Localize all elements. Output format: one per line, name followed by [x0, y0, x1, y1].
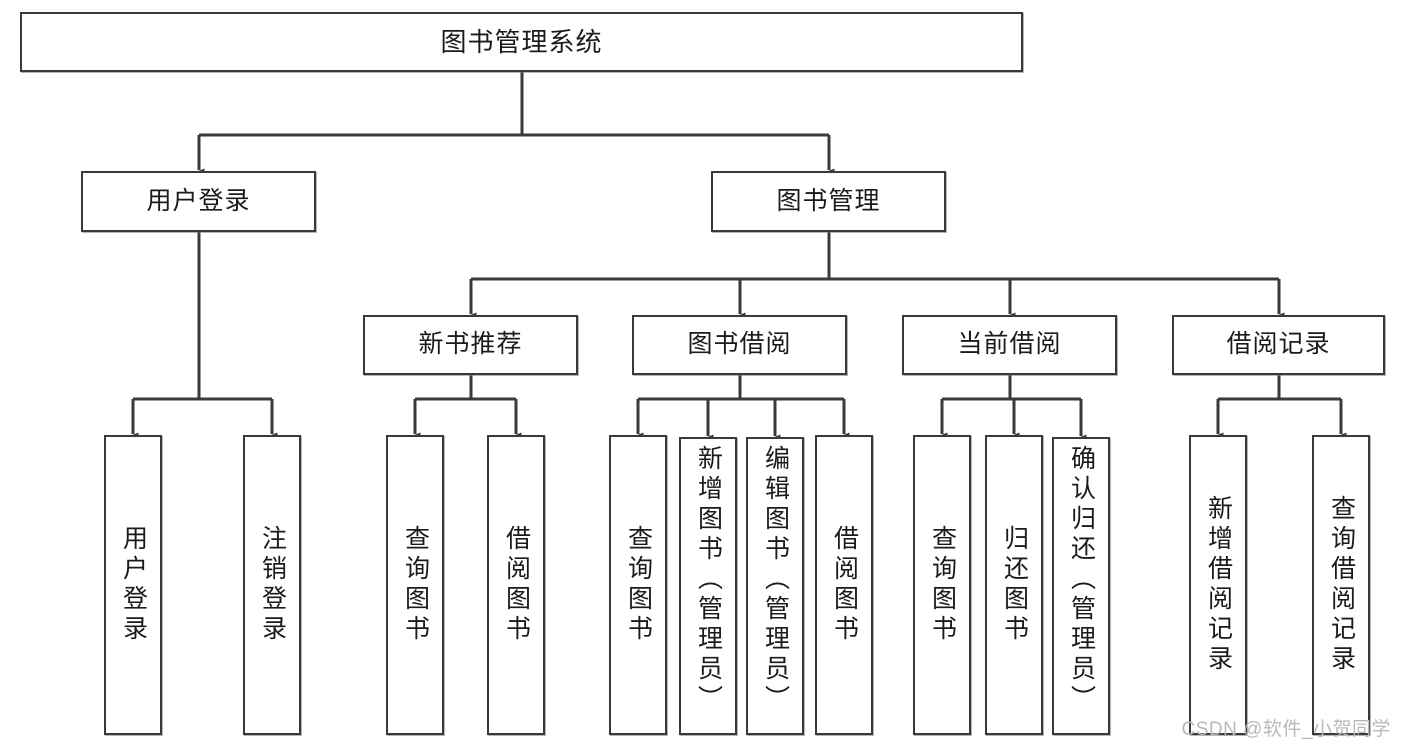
node-label-root: 图书管理系统	[440, 26, 603, 57]
node-leaf-user-logout[interactable]: 注销登录	[243, 435, 301, 735]
node-leaf-return-book[interactable]: 归还图书	[985, 435, 1043, 735]
node-label-leaf-add-record: 新增借阅记录	[1204, 495, 1233, 675]
node-leaf-query-record[interactable]: 查询借阅记录	[1312, 435, 1370, 735]
node-label-leaf-query-book-3: 查询图书	[928, 525, 957, 645]
node-leaf-borrow-book-1[interactable]: 借阅图书	[487, 435, 545, 735]
node-newbooks[interactable]: 新书推荐	[363, 315, 578, 375]
connector-lines	[127, 72, 1347, 444]
node-leaf-query-book-3[interactable]: 查询图书	[913, 435, 971, 735]
node-current[interactable]: 当前借阅	[902, 315, 1117, 375]
node-label-current: 当前借阅	[957, 330, 1062, 359]
node-label-leaf-confirm-return: 确认归还（管理员）	[1067, 445, 1096, 715]
node-label-bookmgmt: 图书管理	[776, 186, 881, 215]
node-leaf-add-record[interactable]: 新增借阅记录	[1189, 435, 1247, 735]
node-label-leaf-user-login: 用户登录	[119, 525, 148, 645]
node-leaf-query-book-2[interactable]: 查询图书	[609, 435, 667, 735]
node-label-leaf-edit-book: 编辑图书（管理员）	[761, 445, 790, 715]
node-label-borrow: 图书借阅	[687, 330, 792, 359]
node-borrow[interactable]: 图书借阅	[632, 315, 847, 375]
node-bookmgmt[interactable]: 图书管理	[711, 171, 946, 232]
node-label-login: 用户登录	[146, 186, 251, 215]
node-records[interactable]: 借阅记录	[1172, 315, 1385, 375]
node-label-leaf-query-book-1: 查询图书	[401, 525, 430, 645]
node-label-leaf-query-book-2: 查询图书	[624, 525, 653, 645]
node-leaf-user-login[interactable]: 用户登录	[104, 435, 162, 735]
node-label-leaf-borrow-book-1: 借阅图书	[502, 525, 531, 645]
node-label-leaf-borrow-book-2: 借阅图书	[830, 525, 859, 645]
node-root[interactable]: 图书管理系统	[20, 12, 1023, 72]
node-login[interactable]: 用户登录	[81, 171, 316, 232]
node-leaf-confirm-return[interactable]: 确认归还（管理员）	[1052, 437, 1110, 735]
node-label-leaf-return-book: 归还图书	[1000, 525, 1029, 645]
node-label-leaf-query-record: 查询借阅记录	[1327, 495, 1356, 675]
node-label-leaf-user-logout: 注销登录	[258, 525, 287, 645]
node-leaf-edit-book[interactable]: 编辑图书（管理员）	[746, 437, 804, 735]
watermark-text: CSDN @软件_小贺同学	[1181, 719, 1391, 740]
node-leaf-borrow-book-2[interactable]: 借阅图书	[815, 435, 873, 735]
node-leaf-query-book-1[interactable]: 查询图书	[386, 435, 444, 735]
node-leaf-add-book[interactable]: 新增图书（管理员）	[679, 437, 737, 735]
node-label-records: 借阅记录	[1226, 330, 1331, 359]
node-label-leaf-add-book: 新增图书（管理员）	[694, 445, 723, 715]
node-label-newbooks: 新书推荐	[418, 330, 523, 359]
